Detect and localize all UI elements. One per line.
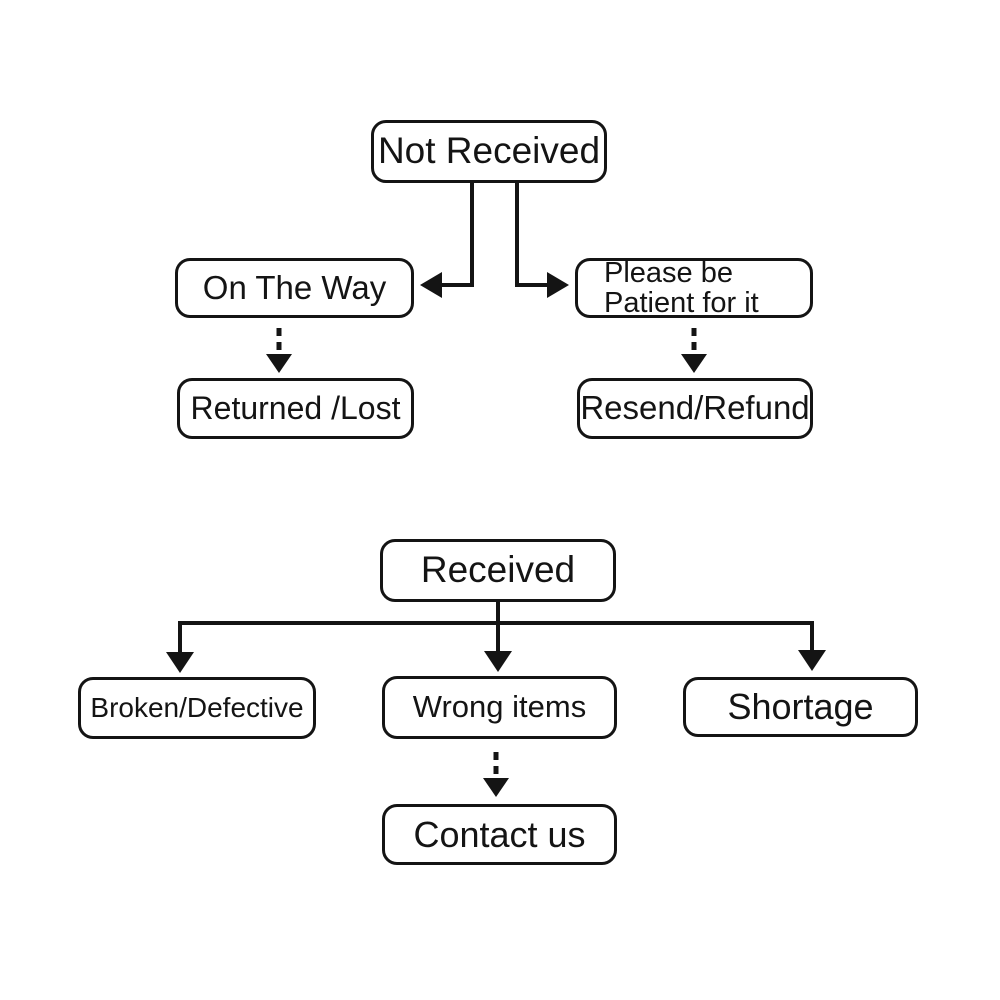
- node-received: Received: [380, 539, 616, 602]
- node-contact-us: Contact us: [382, 804, 617, 865]
- node-returned-lost-label: Returned /Lost: [190, 389, 401, 426]
- node-on-the-way-label: On The Way: [202, 268, 387, 306]
- node-contact-us-label: Contact us: [413, 813, 586, 855]
- connector-notreceived-ontheway: [441, 183, 474, 287]
- arrowhead-down-resendrefund-icon: [681, 354, 707, 373]
- arrowhead-right-pleasepatient-icon: [547, 272, 569, 298]
- node-on-the-way: On The Way: [175, 258, 414, 318]
- node-not-received-label: Not Received: [377, 130, 601, 172]
- node-broken-defective: Broken/Defective: [78, 677, 316, 739]
- connector-received-trunk: [178, 602, 814, 653]
- node-not-received: Not Received: [371, 120, 607, 183]
- node-please-be-patient: Please be Patient for it: [575, 256, 813, 319]
- node-please-be-patient-line2: Patient for it: [604, 287, 759, 319]
- arrowhead-down-brokendefective-icon: [166, 652, 194, 673]
- node-please-be-patient-line1: Please be: [604, 256, 733, 289]
- arrowhead-left-ontheway-icon: [420, 272, 442, 298]
- connector-notreceived-pleasepatient: [515, 183, 548, 287]
- node-shortage: Shortage: [683, 677, 918, 737]
- node-returned-lost: Returned /Lost: [177, 378, 414, 439]
- node-shortage-label: Shortage: [727, 686, 874, 728]
- node-wrong-items-label: Wrong items: [412, 689, 587, 725]
- arrowhead-down-shortage-icon: [798, 650, 826, 671]
- node-resend-refund-label: Resend/Refund: [580, 389, 810, 427]
- arrowhead-down-wrongitems-icon: [484, 651, 512, 672]
- node-resend-refund: Resend/Refund: [577, 378, 813, 439]
- arrowhead-down-contactus-icon: [483, 778, 509, 797]
- arrowhead-down-returnedlost-icon: [266, 354, 292, 373]
- node-wrong-items: Wrong items: [382, 676, 617, 739]
- node-received-label: Received: [420, 549, 576, 591]
- node-broken-defective-label: Broken/Defective: [90, 692, 304, 724]
